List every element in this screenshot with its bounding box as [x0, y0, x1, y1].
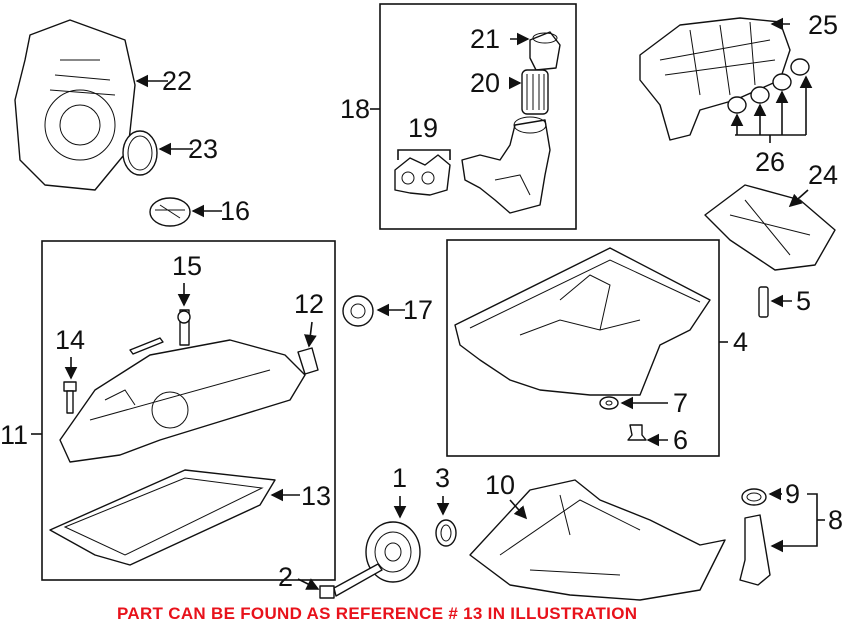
dipstick-tube-part[interactable]	[739, 514, 771, 586]
callout-23: 23	[188, 134, 218, 164]
group-box-18	[379, 3, 577, 230]
callout-14: 14	[55, 325, 85, 355]
callout-11: 11	[0, 420, 28, 450]
windage-plate-part[interactable]	[704, 184, 836, 271]
manifold-seals-part[interactable]	[727, 58, 810, 114]
callout-17: 17	[403, 295, 433, 325]
reference-note: PART CAN BE FOUND AS REFERENCE # 13 IN I…	[117, 604, 638, 623]
callout-20: 20	[470, 68, 500, 98]
callout-10: 10	[485, 470, 515, 500]
callout-2: 2	[278, 562, 293, 592]
callout-24: 24	[808, 160, 838, 190]
callout-18: 18	[340, 94, 370, 124]
leader-lines	[31, 17, 825, 590]
group-box-11	[41, 240, 336, 581]
timing-cover-part[interactable]	[14, 19, 136, 191]
callout-6: 6	[673, 425, 688, 455]
callout-26: 26	[755, 147, 785, 177]
callout-15: 15	[172, 251, 202, 281]
callout-8: 8	[828, 505, 843, 535]
oil-filter-housing-part[interactable]	[461, 116, 551, 214]
oil-filler-cap-part[interactable]	[149, 197, 191, 227]
seal-3-part[interactable]	[435, 519, 457, 547]
callout-21: 21	[470, 24, 500, 54]
sensor-part[interactable]	[177, 309, 191, 346]
valve-cover-part[interactable]	[59, 339, 306, 463]
stud-bolt-part[interactable]	[758, 286, 769, 318]
group-box-4	[446, 239, 720, 457]
callout-3: 3	[435, 463, 450, 493]
callout-7: 7	[673, 388, 688, 418]
bolt-14-part[interactable]	[63, 381, 77, 414]
oring-9-part[interactable]	[741, 488, 767, 506]
oil-filter-cap-part[interactable]	[529, 31, 561, 71]
valve-cover-gasket-part[interactable]	[49, 469, 276, 566]
callout-19: 19	[408, 113, 438, 143]
washer-part[interactable]	[599, 396, 619, 410]
callout-16: 16	[220, 196, 250, 226]
oil-filter-element-part[interactable]	[521, 69, 549, 115]
callout-25: 25	[808, 10, 838, 40]
callout-22: 22	[162, 66, 192, 96]
callout-9: 9	[785, 479, 800, 509]
bracket-part[interactable]	[297, 347, 319, 375]
gasket-set-part[interactable]	[394, 149, 451, 196]
callout-13: 13	[301, 481, 331, 511]
drain-plug-part[interactable]	[627, 424, 647, 441]
seal-ring-part[interactable]	[122, 130, 158, 176]
callout-12: 12	[294, 289, 324, 319]
pulley-bolt-part[interactable]	[319, 563, 383, 599]
breather-seal-part[interactable]	[129, 337, 164, 355]
intake-manifold-part[interactable]	[639, 17, 791, 141]
oil-pan-part[interactable]	[454, 247, 711, 396]
sensor-17-part[interactable]	[342, 295, 374, 327]
callout-4: 4	[733, 327, 748, 357]
callout-5: 5	[796, 286, 811, 316]
callout-1: 1	[392, 463, 407, 493]
lower-oil-pan-part[interactable]	[469, 479, 726, 601]
